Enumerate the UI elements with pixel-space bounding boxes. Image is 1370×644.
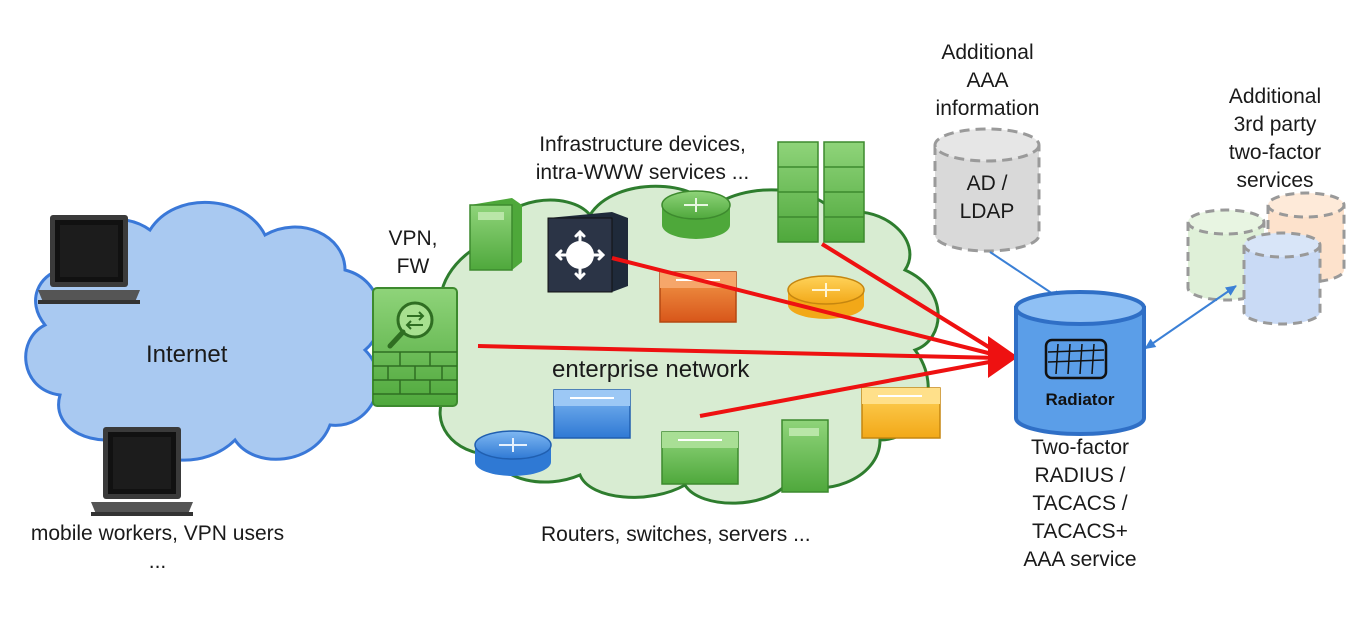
third-party-label: Additional 3rd party two-factor services [1205,83,1345,195]
laptop-icon-bottom [91,427,193,516]
third-party-db-blue-icon [1242,231,1322,326]
infrastructure-label: Infrastructure devices, intra-WWW servic… [515,131,770,187]
two-factor-line-1: Two-factor [1030,436,1130,459]
third-party-link [1144,285,1237,350]
router-icon-green[interactable] [661,190,731,239]
third-party-line-4: services [1236,169,1314,192]
mobile-users-line-1: mobile workers, VPN users [30,522,285,545]
ad-ldap-label: AD / LDAP [945,170,1029,226]
mobile-users-label: mobile workers, VPN users ... [10,520,305,576]
third-party-line-2: 3rd party [1233,113,1317,136]
ad-ldap-line-1: AD / [966,172,1008,195]
vpn-fw-line-1: VPN, [388,227,438,250]
arrowhead-icon [988,336,1018,378]
routers-label: Routers, switches, servers ... [541,523,811,546]
two-factor-line-4: TACACS+ [1032,520,1128,543]
aaa-info-line-1: Additional [941,41,1034,64]
mobile-users-line-2: ... [148,550,167,573]
aaa-info-label: Additional AAA information [915,39,1060,123]
two-factor-line-5: AAA service [1023,548,1137,571]
two-factor-line-3: TACACS / [1032,492,1128,515]
auth-arrows [477,242,1002,418]
server-icon-b[interactable] [781,419,829,493]
vpn-fw-line-2: FW [396,255,430,278]
ad-ldap-line-2: LDAP [959,200,1015,223]
server-stack-icon[interactable] [777,141,865,243]
vpn-fw-label: VPN, FW [378,225,448,281]
firewall-icon[interactable] [372,287,458,407]
third-party-line-3: two-factor [1228,141,1322,164]
radiator-database-icon[interactable] [1014,290,1146,436]
core-switch-icon[interactable] [547,212,628,293]
laptop-icon-top [38,215,140,304]
switch-icon-green[interactable] [661,431,739,485]
aaa-info-line-2: AAA [966,69,1009,92]
server-icon-a[interactable] [469,198,522,271]
aaa-info-line-3: information [935,97,1040,120]
enterprise-label: enterprise network [552,356,750,383]
two-factor-label: Two-factor RADIUS / TACACS / TACACS+ AAA… [1005,434,1155,574]
ad-ldap-database-icon [933,127,1041,253]
router-icon-blue[interactable] [474,430,552,476]
router-icon-yellow[interactable] [787,275,865,319]
switch-icon-yellow[interactable] [861,387,941,439]
two-factor-line-2: RADIUS / [1034,464,1126,487]
infrastructure-line-1: Infrastructure devices, [539,133,746,156]
infrastructure-line-2: intra-WWW services ... [535,161,750,184]
third-party-line-1: Additional [1228,85,1322,108]
internet-label: Internet [146,341,228,368]
radiator-label: Radiator [1046,390,1115,409]
switch-icon-blue[interactable] [553,389,631,439]
